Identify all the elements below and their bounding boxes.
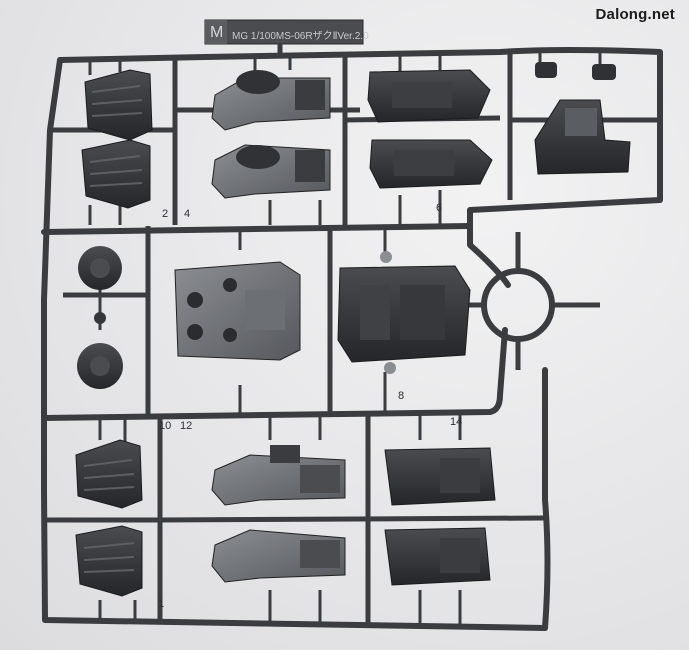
armor-piece-a	[84, 69, 153, 141]
gun-piece-b	[211, 144, 331, 199]
part-number: 4	[184, 208, 191, 220]
sprue-header-text: MG 1/100MS-06RザクⅡVer.2.0	[232, 31, 369, 42]
grey-block	[174, 261, 301, 361]
dark-block	[337, 251, 471, 374]
part-number: 1	[158, 598, 165, 610]
part-number: 6	[436, 202, 443, 214]
boot-piece-d	[384, 527, 491, 586]
outer-runner	[41, 47, 663, 631]
sprue-letter-plate	[205, 20, 227, 44]
boot-piece-c	[384, 447, 496, 506]
watermark: Dalong.net	[595, 6, 675, 23]
part-number: 12	[180, 420, 193, 432]
gun-piece-c	[211, 445, 346, 506]
runner-ring	[481, 268, 555, 342]
armor-piece-b	[81, 139, 151, 209]
boot-piece-a	[367, 69, 491, 123]
part-number: 14	[450, 416, 463, 428]
armor-piece-c	[75, 439, 143, 509]
part-number: 8	[398, 390, 405, 402]
round-parts	[77, 246, 123, 389]
gun-piece-a	[211, 70, 331, 131]
small-parts	[534, 62, 631, 175]
part-number: 2	[162, 208, 169, 220]
sprue-letter: M	[210, 24, 224, 41]
gate-stubs	[88, 52, 602, 625]
part-number: 10	[159, 420, 172, 432]
gun-piece-d	[211, 529, 346, 583]
boot-piece-b	[369, 139, 493, 189]
armor-piece-d	[75, 525, 143, 597]
